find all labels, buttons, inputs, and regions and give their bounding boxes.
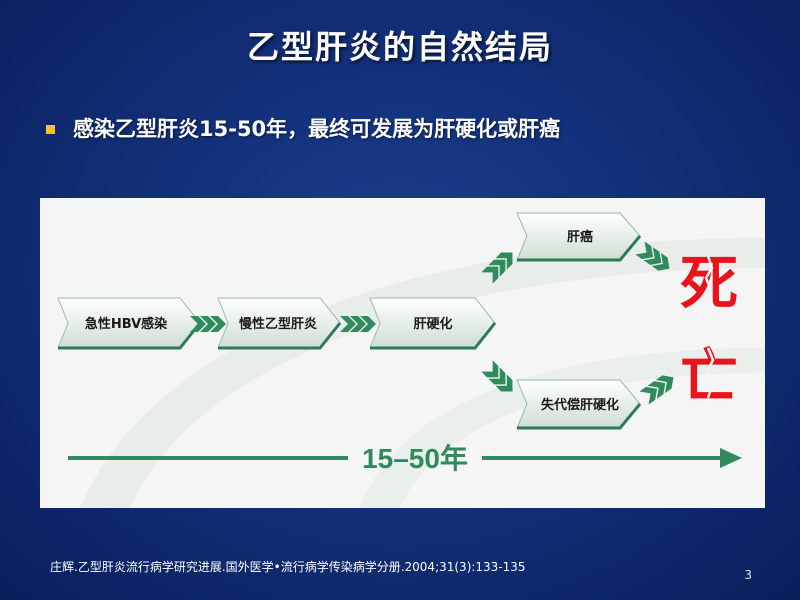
chevron-arrows-to-death-bottom xyxy=(639,375,674,405)
node-liver-cancer-label: 肝癌 xyxy=(567,229,593,245)
diagram-canvas: 急性HBV感染 慢性乙型肝炎 肝硬化 xyxy=(57,212,765,508)
page-number: 3 xyxy=(744,568,752,582)
timeline-label: 15–50年 xyxy=(362,442,468,474)
background-swoosh xyxy=(80,238,765,508)
death-label: 死 亡 xyxy=(680,249,738,410)
chevron-arrows-2 xyxy=(340,316,376,332)
timeline-arrowhead-icon xyxy=(720,448,742,468)
node-acute-hbv: 急性HBV感染 xyxy=(57,297,202,350)
bullet-text: 感染乙型肝炎15-50年，最终可发展为肝硬化或肝癌 xyxy=(73,117,561,141)
chevron-arrows-to-death-top xyxy=(635,241,670,271)
node-chronic-hepatitis-b: 慢性乙型肝炎 xyxy=(217,297,342,350)
node-liver-cancer: 肝癌 xyxy=(516,212,642,262)
timeline-arrow: 15–50年 xyxy=(68,442,742,474)
node-acute-label: 急性HBV感染 xyxy=(85,316,168,332)
node-chronic-label: 慢性乙型肝炎 xyxy=(239,316,317,332)
node-decompensated-label: 失代偿肝硬化 xyxy=(541,397,619,413)
bullet-point: 感染乙型肝炎15-50年，最终可发展为肝硬化或肝癌 xyxy=(46,113,560,143)
node-cirrhosis: 肝硬化 xyxy=(369,297,497,350)
chevron-arrows-down xyxy=(481,360,513,392)
bullet-square-icon xyxy=(46,124,55,134)
node-cirrhosis-label: 肝硬化 xyxy=(413,316,452,332)
chevron-arrows-up xyxy=(481,252,513,284)
slide-title: 乙型肝炎的自然结局 xyxy=(246,28,553,66)
chevron-arrows-1 xyxy=(190,316,226,332)
citation: 庄辉.乙型肝炎流行病学研究进展.国外医学•流行病学传染病学分册.2004;31(… xyxy=(50,560,526,574)
node-decompensated-cirrhosis: 失代偿肝硬化 xyxy=(516,379,642,430)
natural-history-diagram: 急性HBV感染 慢性乙型肝炎 肝硬化 xyxy=(40,198,765,508)
